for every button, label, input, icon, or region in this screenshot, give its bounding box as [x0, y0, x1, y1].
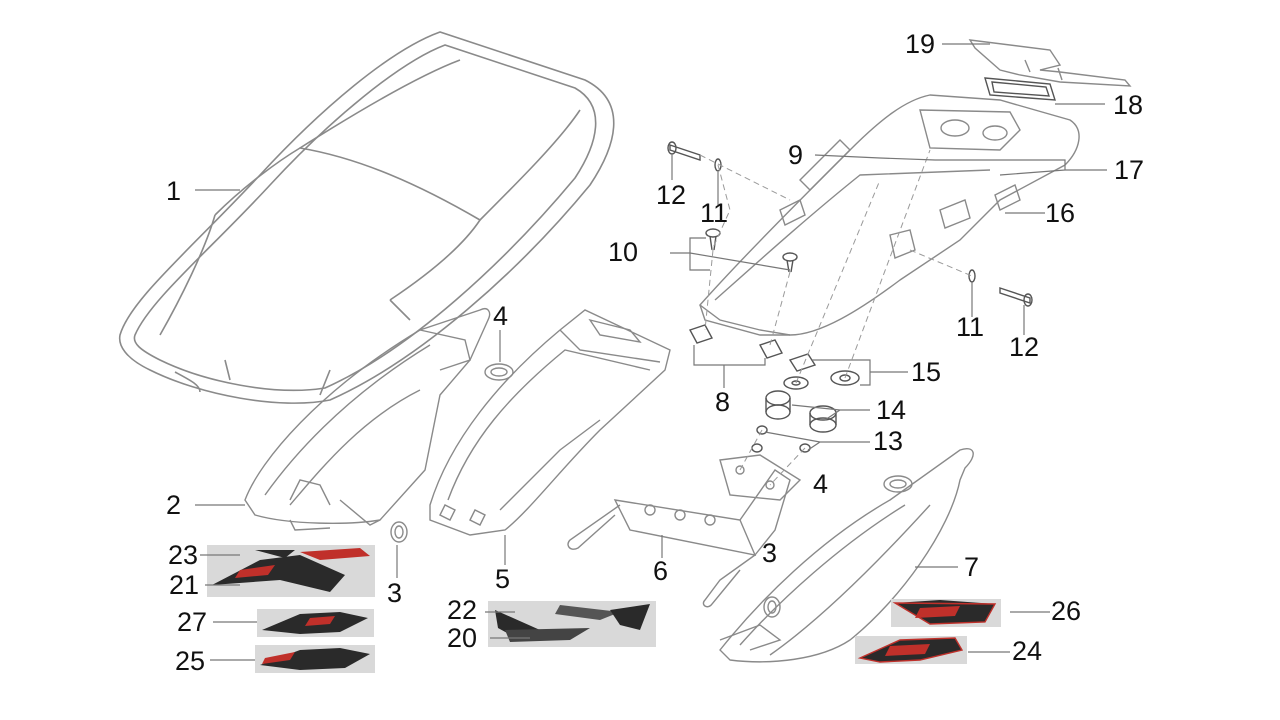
callout-12-upper: 12 — [656, 180, 687, 210]
callout-21: 21 — [169, 570, 200, 600]
part-plate-bracket — [968, 39, 1132, 87]
decal-27 — [257, 609, 374, 637]
part-rubber-mounts — [751, 353, 860, 453]
callout-14: 14 — [876, 395, 907, 425]
part-inner-tray — [429, 309, 671, 536]
callout-5: 5 — [495, 564, 511, 594]
callout-22: 22 — [447, 595, 478, 625]
part-rear-fender — [698, 94, 1080, 336]
callout-2: 2 — [166, 490, 182, 520]
callout-26: 26 — [1051, 596, 1082, 626]
callout-7: 7 — [964, 552, 980, 582]
callout-11-upper: 11 — [700, 198, 729, 228]
part-clip-lower — [883, 475, 913, 493]
callout-12-lower: 12 — [1009, 332, 1040, 362]
callout-9: 9 — [788, 140, 804, 170]
callout-19: 19 — [905, 29, 936, 59]
callout-3-left: 3 — [387, 578, 403, 608]
part-seat — [118, 31, 615, 404]
callout-16: 16 — [1045, 198, 1076, 228]
callout-23: 23 — [168, 540, 199, 570]
decal-26 — [891, 599, 1001, 627]
part-right-side-cover — [719, 448, 974, 663]
callout-3-right: 3 — [762, 538, 778, 568]
callout-1: 1 — [166, 176, 182, 206]
decal-24 — [855, 636, 967, 664]
callout-11-lower: 11 — [956, 312, 985, 342]
callout-8: 8 — [715, 387, 731, 417]
part-grommet-right — [763, 596, 781, 618]
callout-27: 27 — [177, 607, 208, 637]
part-grommet-left — [390, 521, 408, 543]
callout-15: 15 — [911, 357, 942, 387]
callout-10: 10 — [608, 237, 639, 267]
part-reflector — [984, 77, 1056, 101]
part-clip-upper — [484, 363, 514, 381]
part-rear-bracket — [567, 454, 802, 608]
callout-4-upper: 4 — [493, 301, 509, 331]
decal-22-20 — [488, 601, 656, 647]
callout-17: 17 — [1114, 155, 1145, 185]
callout-25: 25 — [175, 646, 206, 676]
decal-25 — [255, 645, 375, 673]
callout-13: 13 — [873, 426, 904, 456]
callout-18: 18 — [1113, 90, 1144, 120]
assembly-lines — [699, 149, 973, 486]
callout-4-lower: 4 — [813, 469, 829, 499]
callout-6: 6 — [653, 556, 669, 586]
callout-24: 24 — [1012, 636, 1043, 666]
part-clip-nuts — [688, 324, 784, 359]
decal-23-21 — [207, 545, 375, 597]
part-left-side-cover — [244, 308, 491, 531]
leader-lines — [195, 43, 1107, 661]
callout-20: 20 — [447, 623, 478, 653]
